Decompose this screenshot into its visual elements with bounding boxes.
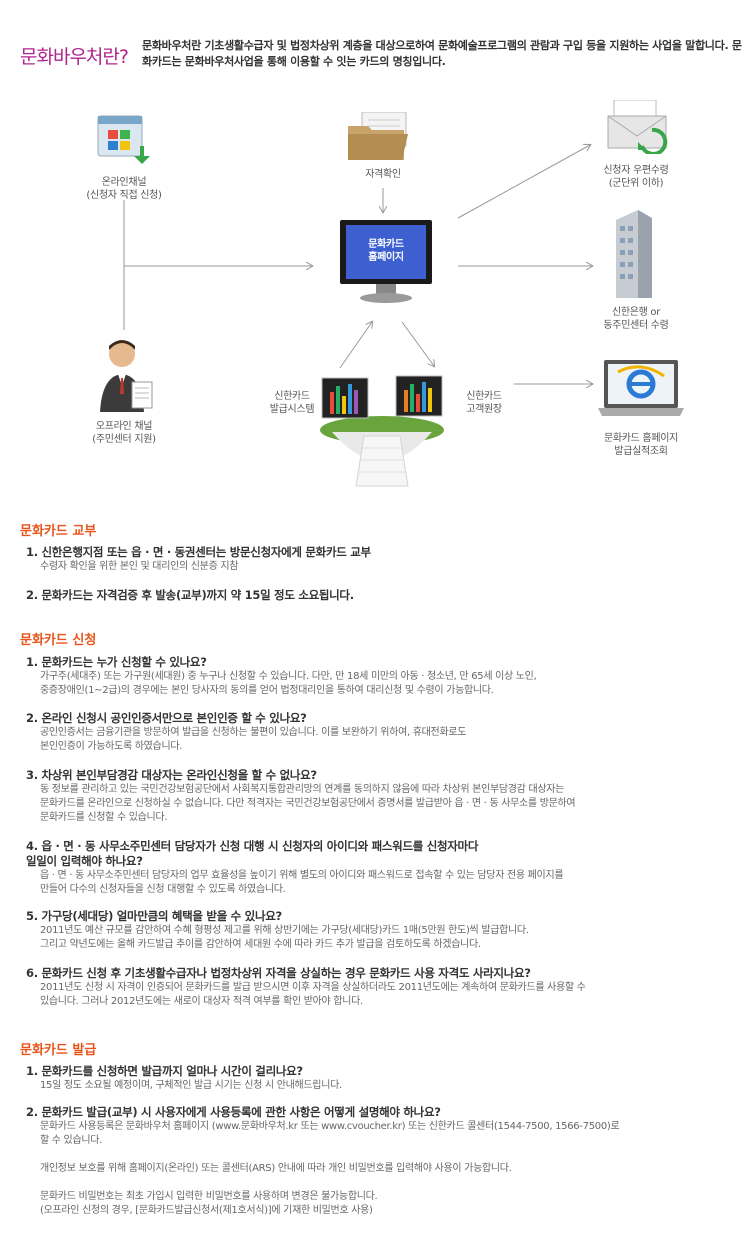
customer-ledger-sub: 고객원장 xyxy=(466,404,502,415)
online-channel-title: 온라인채널 xyxy=(101,177,147,188)
answer-line: 있습니다. 그러나 2012년도에는 새로이 대상자 적격 여부를 확인 받아야… xyxy=(40,996,363,1007)
answer-line: 개인정보 보호를 위해 홈페이지(온라인) 또는 콜센터(ARS) 안내에 따라… xyxy=(40,1163,512,1174)
answer-text: 문화카드 사용등록은 문화바우처 홈페이지 (www.문화바우처.kr 또는 w… xyxy=(26,1120,726,1218)
offline-channel-label: 오프라인 채널 (주민센터 지원) xyxy=(72,420,176,446)
answer-text: 읍 · 면 · 동 사무소주민센터 담당자의 업무 효율성을 높이기 위해 별도… xyxy=(26,869,726,897)
question-text: 1. 문화카드를 신청하면 발급까지 얼마나 시간이 걸리나요? xyxy=(26,1064,303,1078)
laptop-browser-icon xyxy=(596,358,686,420)
issue-system-label: 신한카드 발급시스템 xyxy=(262,390,322,416)
customer-ledger-label: 신한카드 고객원장 xyxy=(454,390,514,416)
homepage-title: 문화카드 xyxy=(368,239,404,250)
issue-lookup-title: 문화카드 홈페이지 xyxy=(603,433,679,444)
mail-icon xyxy=(602,99,672,156)
qa-item: 2. 문화카드는 자격검증 후 발송(교부)까지 약 15일 정도 소요됩니다. xyxy=(26,588,726,603)
answer-line: 문화카드를 온라인으로 신청하실 수 없습니다. 다만 적격자는 국민건강보험공… xyxy=(40,798,576,809)
issue-lookup-sub: 발급실적조회 xyxy=(614,446,668,457)
homepage-sub: 홈페이지 xyxy=(368,252,404,263)
card-system-stage-icon xyxy=(312,372,452,488)
qa-item: 1. 문화카드는 누가 신청할 수 있나요? 가구주(세대주) 또는 가구원(세… xyxy=(26,655,726,698)
answer-line: 문화카드를 신청할 수 있습니다. xyxy=(40,812,168,823)
section-title-card-application: 문화카드 신청 xyxy=(20,633,97,648)
question-text: 1. 문화카드는 누가 신청할 수 있나요? xyxy=(26,655,207,669)
answer-line: (오프라인 신청의 경우, [문화카드발급신청서(제1호서식)]에 기재한 비밀… xyxy=(40,1205,373,1216)
offline-channel-sub: (주민센터 지원) xyxy=(92,434,156,445)
question-text: 1. 신한은행지점 또는 읍 · 면 · 동권센터는 방문신청자에게 문화카드 … xyxy=(26,545,371,559)
section-title-card-issuance: 문화카드 발급 xyxy=(20,1043,97,1058)
answer-text: 2011년도 신청 시 자격이 인증되어 문화카드를 발급 받으시면 이후 자격… xyxy=(26,981,726,1009)
issuance-flow-diagram: 온라인채널 (신청자 직접 신청) 자격확인 문화카드 홈페이지 xyxy=(0,99,750,500)
section-title-card-delivery: 문화카드 교부 xyxy=(20,524,97,539)
qa-item: 1. 신한은행지점 또는 읍 · 면 · 동권센터는 방문신청자에게 문화카드 … xyxy=(26,545,726,574)
answer-line: 2011년도 신청 시 자격이 인증되어 문화카드를 발급 받으시면 이후 자격… xyxy=(40,982,586,993)
qa-item: 5. 가구당(세대당) 얼마만큼의 혜택을 받을 수 있나요? 2011년도 예… xyxy=(26,909,726,952)
question-text: 4. 읍 · 면 · 동 사무소주민센터 담당자가 신청 대행 시 신청자의 아… xyxy=(26,839,479,868)
question-text: 2. 문화카드 발급(교부) 시 사용자에게 사용등록에 관한 사항은 어떻게 … xyxy=(26,1105,441,1119)
homepage-label: 문화카드 홈페이지 xyxy=(346,238,426,264)
diagram-lines xyxy=(123,100,750,500)
folder-icon xyxy=(346,111,412,164)
qa-item: 2. 문화카드 발급(교부) 시 사용자에게 사용등록에 관한 사항은 어떻게 … xyxy=(26,1105,726,1218)
answer-line: 15일 정도 소요될 예정이며, 구체적인 발급 시기는 신청 시 안내해드립니… xyxy=(40,1080,342,1091)
answer-text: 가구주(세대주) 또는 가구원(세대원) 중 누구나 신청할 수 있습니다. 다… xyxy=(26,670,726,698)
answer-line: 문화카드 사용등록은 문화바우처 홈페이지 (www.문화바우처.kr 또는 w… xyxy=(40,1121,620,1132)
answer-line: 그리고 약년도에는 올해 카드발급 추이를 감안하여 세대원 수에 따라 카드 … xyxy=(40,939,481,950)
answer-text: 15일 정도 소요될 예정이며, 구체적인 발급 시기는 신청 시 안내해드립니… xyxy=(26,1079,726,1093)
qa-item: 4. 읍 · 면 · 동 사무소주민센터 담당자가 신청 대행 시 신청자의 아… xyxy=(26,839,726,897)
answer-line: 2011년도 예산 규모를 감안하여 수혜 형평성 제고를 위해 상반기에는 가… xyxy=(40,925,529,936)
user-icon xyxy=(98,338,156,416)
intro-title: 문화바우처란? xyxy=(20,46,129,68)
building-icon xyxy=(612,210,656,300)
answer-text: 2011년도 예산 규모를 감안하여 수혜 형평성 제고를 위해 상반기에는 가… xyxy=(26,924,726,952)
answer-line: 가구주(세대주) 또는 가구원(세대원) 중 누구나 신청할 수 있습니다. 다… xyxy=(40,671,537,682)
answer-text: 동 정보를 관리하고 있는 국민건강보험공단에서 사회복지통합관리망의 연계를 … xyxy=(26,783,726,825)
paragraph-gap xyxy=(40,1148,726,1162)
mail-receive-label: 신청자 우편수령 (군단위 이하) xyxy=(584,164,688,190)
question-text: 3. 차상위 본인부담경감 대상자는 온라인신청을 할 수 없나요? xyxy=(26,768,317,782)
answer-line: 중증장애인(1~2급)의 경우에는 본인 당사자의 동의를 얻어 법정대리인을 … xyxy=(40,685,494,696)
answer-line: 본인인증이 가능하도록 하였습니다. xyxy=(40,741,183,752)
qa-item: 3. 차상위 본인부담경감 대상자는 온라인신청을 할 수 없나요? 동 정보를… xyxy=(26,768,726,825)
mail-receive-title: 신청자 우편수령 xyxy=(603,165,669,176)
qualification-label: 자격확인 xyxy=(365,169,401,180)
issue-lookup-label: 문화카드 홈페이지 발급실적조회 xyxy=(586,432,696,458)
answer-text: 수령자 확인을 위한 본인 및 대리인의 신분증 지참 xyxy=(26,560,726,574)
qa-item: 6. 문화카드 신청 후 기초생활수급자나 법정차상위 자격을 상실하는 경우 … xyxy=(26,966,726,1009)
answer-line: 할 수 있습니다. xyxy=(40,1135,103,1146)
answer-line: 문화카드 비밀번호는 최초 가입시 입력한 비밀번호를 사용하며 변경은 불가능… xyxy=(40,1191,378,1202)
bank-receive-label: 신한은행 or 동주민센터 수령 xyxy=(586,306,686,332)
offline-channel-title: 오프라인 채널 xyxy=(95,421,153,432)
question-text: 2. 문화카드는 자격검증 후 발송(교부)까지 약 15일 정도 소요됩니다. xyxy=(26,588,354,602)
bank-receive-sub: 동주민센터 수령 xyxy=(603,320,669,331)
bank-receive-title: 신한은행 or xyxy=(611,307,661,318)
answer-line: 동 정보를 관리하고 있는 국민건강보험공단에서 사회복지통합관리망의 연계를 … xyxy=(40,784,565,795)
intro-text: 문화바우처란 기초생활수급자 및 법정차상위 계층을 대상으로하여 문화예술프로… xyxy=(142,39,742,68)
paragraph-gap xyxy=(40,1176,726,1190)
online-channel-label: 온라인채널 (신청자 직접 신청) xyxy=(72,176,176,202)
customer-ledger-title: 신한카드 xyxy=(466,391,502,402)
answer-text: 공인인증서는 금융기관을 방문하여 발급을 신청하는 불편이 있습니다. 이를 … xyxy=(26,726,726,754)
issue-system-title: 신한카드 xyxy=(274,391,310,402)
question-text: 2. 온라인 신청시 공인인증서만으로 본인인증 할 수 있나요? xyxy=(26,711,307,725)
issue-system-sub: 발급시스템 xyxy=(269,404,315,415)
question-text: 5. 가구당(세대당) 얼마만큼의 혜택을 받을 수 있나요? xyxy=(26,909,282,923)
answer-line: 만들어 다수의 신청자들을 신청 대행할 수 있도록 하였습니다. xyxy=(40,884,286,895)
mail-receive-sub: (군단위 이하) xyxy=(608,178,664,189)
answer-line: 읍 · 면 · 동 사무소주민센터 담당자의 업무 효율성을 높이기 위해 별도… xyxy=(40,870,564,881)
qa-item: 1. 문화카드를 신청하면 발급까지 얼마나 시간이 걸리나요? 15일 정도 … xyxy=(26,1064,726,1093)
answer-line: 수령자 확인을 위한 본인 및 대리인의 신분증 지참 xyxy=(40,561,239,572)
answer-line: 공인인증서는 금융기관을 방문하여 발급을 신청하는 불편이 있습니다. 이를 … xyxy=(40,727,467,738)
monitor-icon xyxy=(338,218,434,308)
online-channel-sub: (신청자 직접 신청) xyxy=(86,190,162,201)
online-application-icon xyxy=(96,114,152,166)
qa-item: 2. 온라인 신청시 공인인증서만으로 본인인증 할 수 있나요? 공인인증서는… xyxy=(26,711,726,754)
question-text: 6. 문화카드 신청 후 기초생활수급자나 법정차상위 자격을 상실하는 경우 … xyxy=(26,966,531,980)
